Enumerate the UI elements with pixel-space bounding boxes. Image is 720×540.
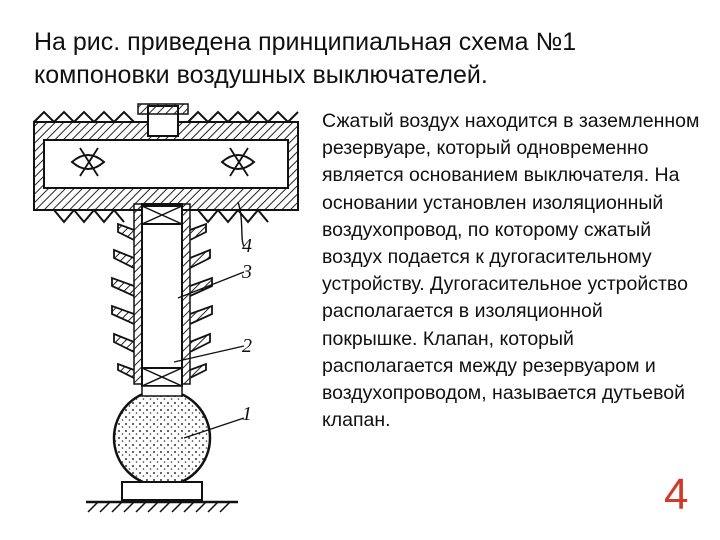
slide-body: Сжатый воздух находится в заземленном ре…	[322, 110, 700, 432]
label-1: 1	[242, 403, 252, 425]
label-4: 4	[242, 235, 252, 257]
insulator-sheds	[111, 222, 213, 379]
label-2: 2	[242, 335, 252, 357]
slide-title: На рис. приведена принципиальная схема №…	[34, 28, 577, 89]
insulating-air-duct	[133, 203, 191, 387]
base	[86, 481, 238, 513]
page-number: 4	[664, 470, 689, 519]
arc-chamber	[33, 103, 299, 224]
air-breaker-diagram: 4 3 2 1	[33, 103, 299, 513]
air-tank	[112, 385, 212, 488]
leader-lines	[173, 201, 245, 439]
label-3: 3	[241, 261, 252, 283]
